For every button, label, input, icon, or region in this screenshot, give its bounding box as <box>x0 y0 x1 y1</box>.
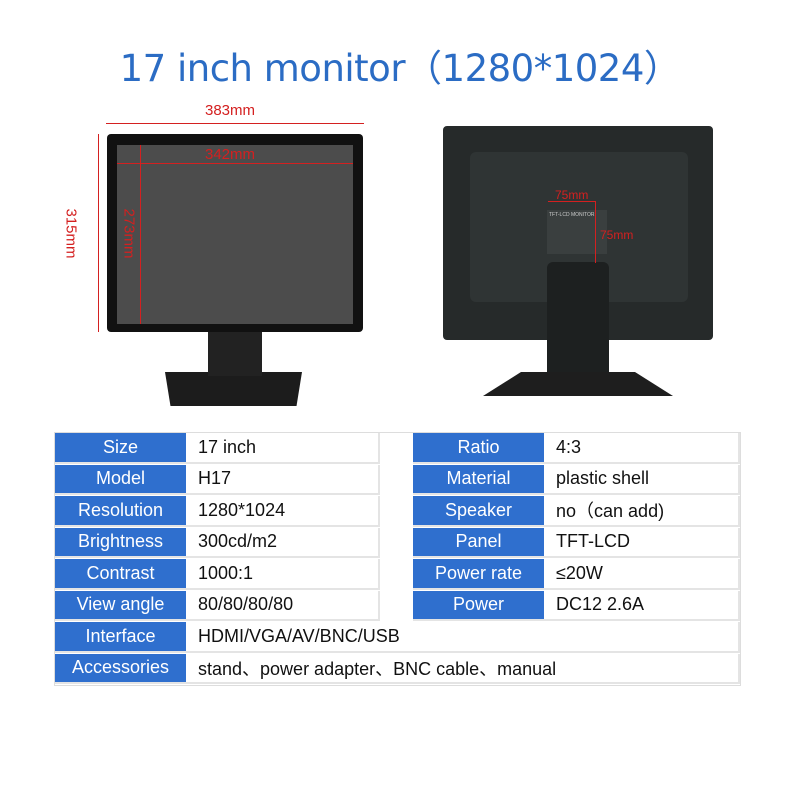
spec-value: no（can add) <box>544 496 740 527</box>
spec-value: 1280*1024 <box>186 496 380 527</box>
screen-width-label: 342mm <box>205 146 256 163</box>
spec-value: 300cd/m2 <box>186 527 380 558</box>
spec-value: H17 <box>186 464 380 495</box>
spec-label: Contrast <box>55 559 186 590</box>
spec-value: 80/80/80/80 <box>186 590 380 621</box>
page-title: 17 inch monitor（1280*1024） <box>119 47 681 90</box>
spec-label: Power <box>413 590 544 621</box>
spec-label: Interface <box>55 622 186 653</box>
spec-label: Size <box>55 433 186 464</box>
spec-label: View angle <box>55 590 186 621</box>
overall-width-label: 383mm <box>205 102 256 119</box>
vesa-height-label: 75mm <box>600 228 634 242</box>
spec-label: Speaker <box>413 496 544 527</box>
spec-value: DC12 2.6A <box>544 590 740 621</box>
spec-value: HDMI/VGA/AV/BNC/USB <box>186 622 740 653</box>
spec-value: plastic shell <box>544 464 740 495</box>
spec-label: Panel <box>413 527 544 558</box>
spec-value: 1000:1 <box>186 559 380 590</box>
spec-label: Model <box>55 464 186 495</box>
screen-height-label: 273mm <box>120 208 138 259</box>
spec-label: Power rate <box>413 559 544 590</box>
spec-value: 17 inch <box>186 433 380 464</box>
spec-label: Brightness <box>55 527 186 558</box>
spec-value: 4:3 <box>544 433 740 464</box>
spec-value: TFT-LCD <box>544 527 740 558</box>
vesa-width-label: 75mm <box>555 188 589 202</box>
spec-value: ≤20W <box>544 559 740 590</box>
overall-height-label: 315mm <box>62 208 80 259</box>
spec-label: Accessories <box>55 653 186 684</box>
spec-value: stand、power adapter、BNC cable、manual <box>186 653 740 684</box>
spec-label: Material <box>413 464 544 495</box>
spec-label: Ratio <box>413 433 544 464</box>
spec-label: Resolution <box>55 496 186 527</box>
